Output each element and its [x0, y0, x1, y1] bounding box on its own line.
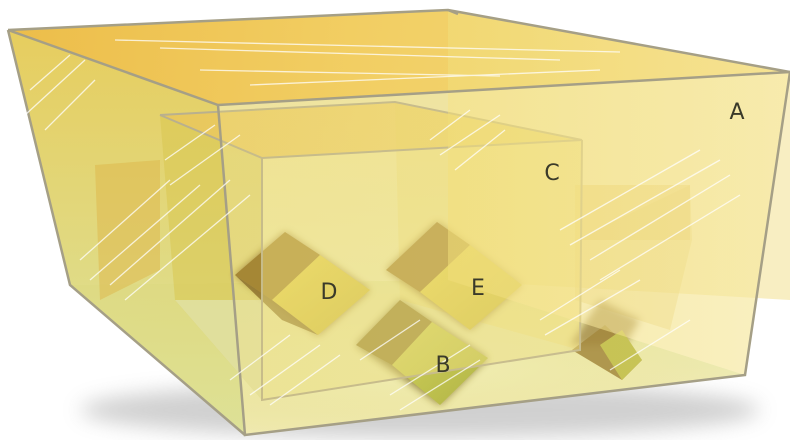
- box-a-edges: [6, 8, 790, 437]
- label-b: B: [435, 353, 450, 378]
- box-a-right-wall: [448, 10, 790, 375]
- label-e: E: [471, 276, 485, 301]
- faint-block-left: [95, 160, 160, 300]
- glass-highlights: [24, 39, 741, 411]
- label-d: D: [321, 280, 338, 305]
- label-a: A: [729, 100, 744, 125]
- label-c: C: [544, 161, 559, 186]
